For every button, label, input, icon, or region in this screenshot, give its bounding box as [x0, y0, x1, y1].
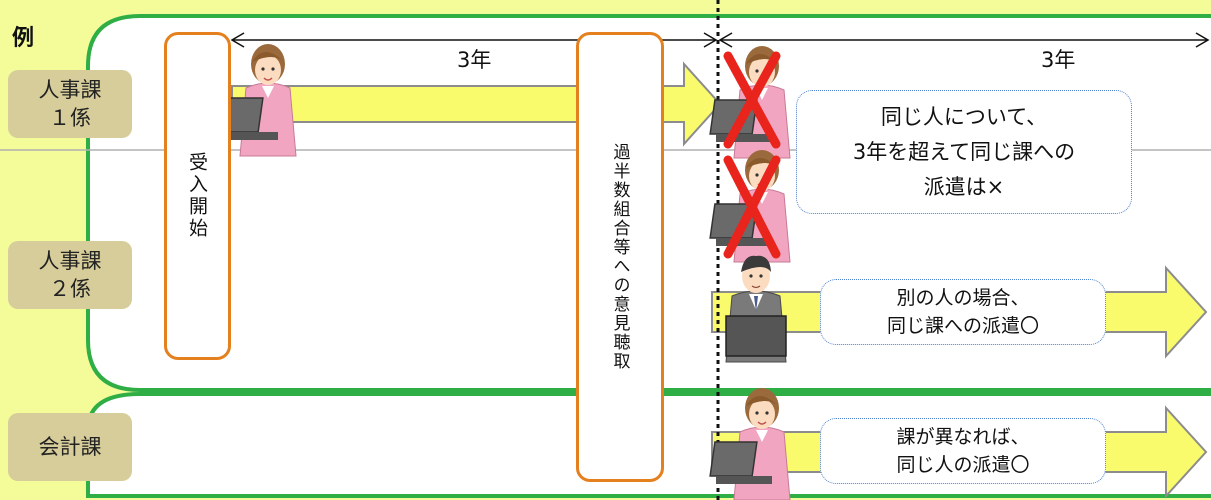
note-line: 同じ課への派遣〇: [886, 315, 1039, 337]
period-second-label: 3年: [1041, 48, 1076, 72]
note-line: 課が異なれば、: [896, 426, 1030, 448]
row-label-line2: ２係: [49, 277, 91, 301]
dimension-second: [718, 32, 1210, 48]
note-other-section: 課が異なれば、 同じ人の派遣〇: [820, 418, 1106, 484]
row-label-line1: 人事課: [38, 78, 102, 102]
woman-worker-icon: [709, 387, 791, 500]
row-label-jinji-1: 人事課 １係: [8, 70, 132, 138]
man-worker-icon: [725, 255, 787, 363]
period-first-label: 3年: [457, 48, 492, 72]
row-label-jinji-2: 人事課 ２係: [8, 241, 132, 309]
example-label: 例: [12, 26, 35, 51]
note-same-person: 同じ人について、 3年を超えて同じ課への 派遣は×: [796, 90, 1132, 214]
note-line: 3年を超えて同じ課への: [852, 139, 1076, 164]
row-label-line1: 人事課: [38, 249, 102, 273]
note-other-person: 別の人の場合、 同じ課への派遣〇: [820, 279, 1106, 345]
hearing-box: 過半数組合等への意見聴取: [576, 32, 664, 482]
note-line: 同じ人について、: [880, 104, 1048, 129]
cross-icon: [723, 155, 781, 259]
hearing-text: 過半数組合等への意見聴取: [609, 143, 630, 371]
row-label-line1: 会計課: [38, 435, 102, 459]
note-line: 派遣は×: [923, 174, 1005, 199]
cross-icon: [723, 51, 781, 149]
arrow-first-period: [231, 61, 722, 147]
note-line: 別の人の場合、: [896, 287, 1030, 309]
note-line: 同じ人の派遣〇: [896, 454, 1030, 476]
accept-start-text: 受入開始: [186, 152, 208, 240]
accept-start-box: 受入開始: [164, 32, 231, 360]
row-label-kaikei: 会計課: [8, 413, 132, 481]
row-label-line2: １係: [49, 106, 91, 130]
